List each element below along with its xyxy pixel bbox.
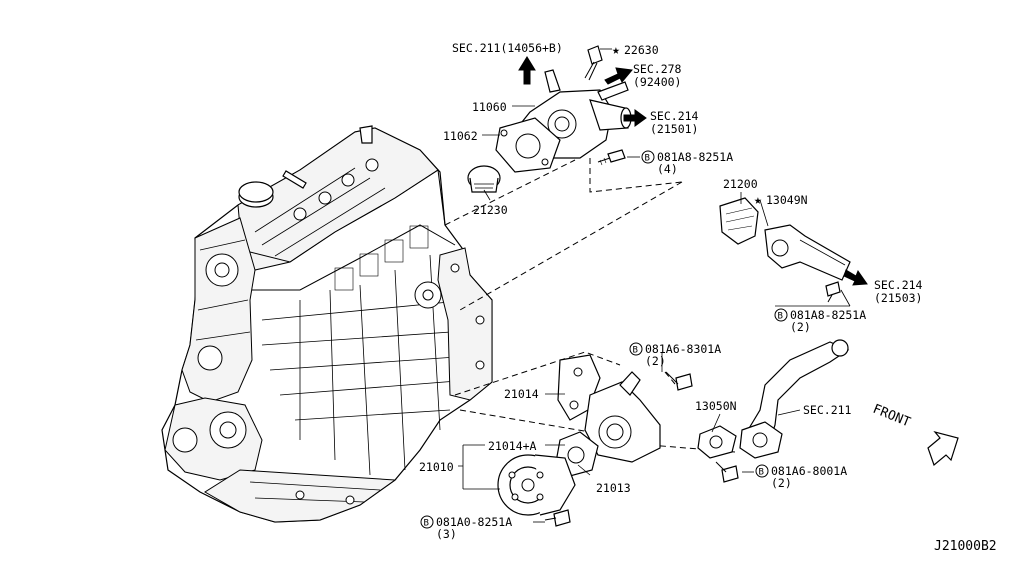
label-sec278: SEC.278: [633, 62, 682, 76]
label-21230: 21230: [473, 203, 508, 217]
label-sec214-b-sub: (21503): [874, 291, 922, 305]
arrow-sec214-a: [623, 109, 647, 127]
leader-lines: [458, 48, 851, 523]
label-11062: 11062: [443, 129, 478, 143]
bolt-symbol-label-3: B: [633, 346, 638, 356]
label-bolt-a0-qty: (3): [436, 527, 457, 541]
part-labels: SEC.211(14056+B) ★ 22630 SEC.278 (92400)…: [419, 41, 997, 554]
sensor-22630: [584, 45, 603, 81]
label-11060: 11060: [472, 100, 507, 114]
bolt-symbol-icon-4: [755, 464, 769, 478]
bolt-081a8-4: [597, 149, 626, 166]
label-sec278-sub: (92400): [633, 75, 681, 89]
water-pipe-sec211: [739, 339, 850, 459]
label-13050n: 13050N: [695, 399, 737, 413]
label-sec211-14056: SEC.211(14056+B): [452, 41, 563, 55]
label-bolt-a0: 081A0-8251A: [436, 515, 512, 529]
star-icon: ★: [612, 43, 620, 58]
label-bolt-a8-2-qty: (2): [790, 320, 811, 334]
bolt-symbol-icon: [641, 150, 655, 164]
bolt-symbol-icon-5: [420, 515, 434, 529]
gasket-13050n: [697, 425, 737, 459]
label-21010: 21010: [419, 460, 454, 474]
arrow-sec278: [604, 67, 633, 85]
label-21014: 21014: [504, 387, 539, 401]
bolt-symbol-label-5: B: [424, 519, 429, 529]
label-21014a: 21014+A: [488, 439, 537, 453]
diagram-id: J21000B2: [934, 539, 997, 554]
label-bolt-a6-8301: 081A6-8301A: [645, 342, 721, 356]
bolt-081a6-8301a: [665, 371, 693, 391]
arrow-sec211-14056: [518, 56, 536, 85]
front-arrow-icon: [927, 430, 959, 467]
label-sec214-a-sub: (21501): [650, 122, 698, 136]
arrow-sec214-b: [843, 269, 868, 286]
label-sec211: SEC.211: [803, 403, 852, 417]
label-bolt-a8-2: 081A8-8251A: [790, 308, 866, 322]
engine-assembly: [161, 125, 493, 523]
label-22630: 22630: [624, 43, 659, 57]
bolt-symbol-icon-3: [629, 342, 643, 356]
bolt-081a0-8251a: [544, 509, 571, 527]
label-sec214-b: SEC.214: [874, 278, 923, 292]
label-bolt-a6-8001-qty: (2): [771, 476, 792, 490]
bolt-symbol-label: B: [645, 154, 650, 164]
water-outlet-21200: [719, 197, 759, 245]
label-21013: 21013: [596, 481, 631, 495]
front-label: FRONT: [871, 402, 913, 431]
label-sec214-a: SEC.214: [650, 109, 699, 123]
label-bolt-a8-4-qty: (4): [657, 162, 678, 176]
gasket-11062: [495, 117, 561, 173]
bolt-081a6-8001a: [715, 461, 739, 483]
water-inlet-housing: [584, 371, 661, 463]
label-bolt-a8-4: 081A8-8251A: [657, 150, 733, 164]
bolt-symbol-label-4: B: [759, 468, 764, 478]
label-21200: 21200: [723, 177, 758, 191]
bolt-symbol-icon-2: [774, 308, 788, 322]
thermostat-21230: [467, 165, 501, 193]
bolt-symbol-label-2: B: [778, 312, 783, 322]
water-pump-21010: [497, 454, 576, 516]
label-13049n: 13049N: [766, 193, 808, 207]
label-bolt-a6-8301-qty: (2): [645, 354, 666, 368]
label-bolt-a6-8001: 081A6-8001A: [771, 464, 847, 478]
direction-arrows: [518, 56, 959, 467]
star-icon-2: ★: [754, 193, 762, 208]
bolt-081a8-2: [825, 281, 841, 303]
gasket-13049n: [764, 224, 851, 281]
